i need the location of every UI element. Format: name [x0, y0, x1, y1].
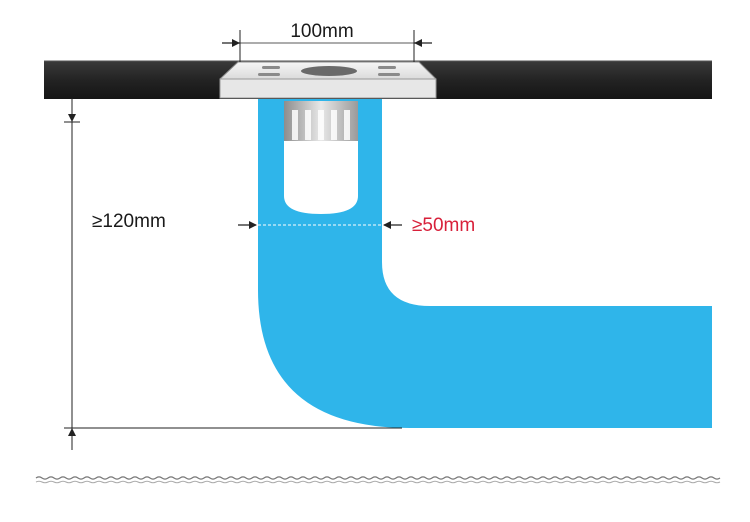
arrow-left-icon	[414, 39, 422, 47]
wavy-ground-line	[35, 476, 721, 484]
arrow-down-icon	[68, 114, 76, 122]
arrow-right-icon	[249, 221, 257, 229]
arrow-left-icon	[383, 221, 391, 229]
floor-drain-cover-icon	[219, 61, 437, 99]
width-dimension: 100mm	[222, 21, 432, 62]
width-label: 100mm	[290, 21, 353, 42]
pipe-diameter-dimension: ≥50mm	[238, 215, 475, 236]
arrow-right-icon	[232, 39, 240, 47]
drain-pipe	[258, 99, 712, 428]
drain-trap-cup	[284, 101, 358, 214]
depth-label: ≥120mm	[92, 211, 166, 232]
depth-dimension: ≥120mm	[64, 98, 402, 450]
pipe-diameter-label: ≥50mm	[412, 215, 475, 236]
arrow-up-icon	[68, 428, 76, 436]
